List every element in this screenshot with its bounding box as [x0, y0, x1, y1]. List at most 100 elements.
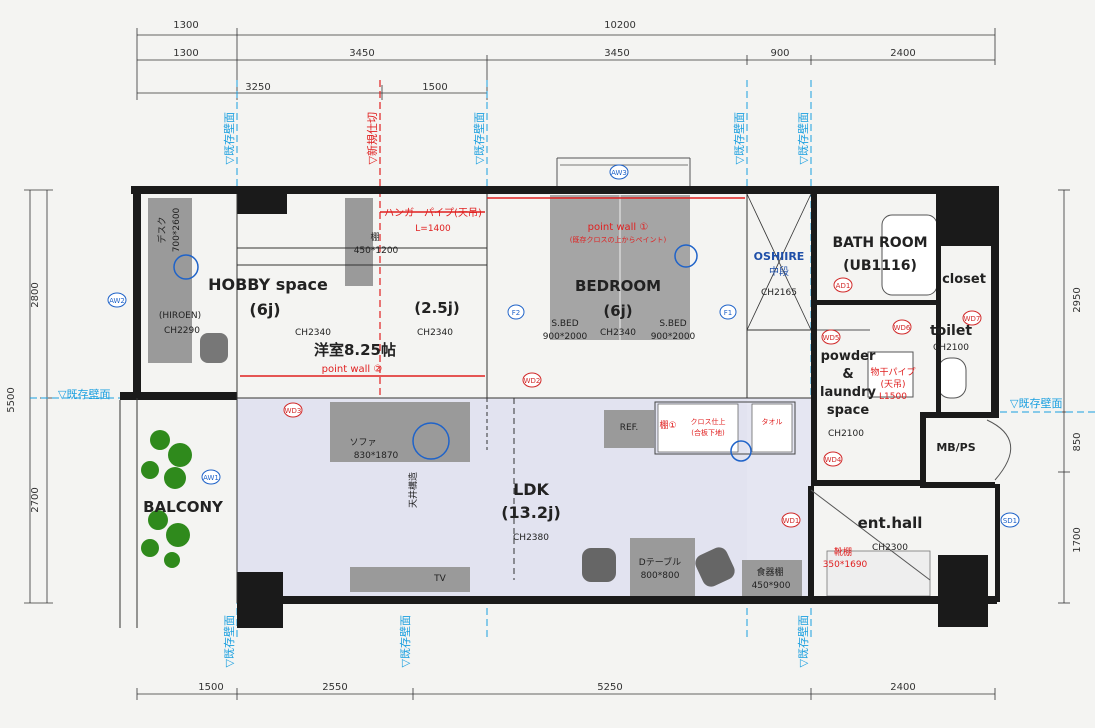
wall-mbps-top	[920, 412, 995, 418]
hiroen-ceiling: CH2290	[164, 326, 200, 336]
desk	[148, 198, 192, 363]
wall-toilet	[936, 194, 941, 414]
sbed-size-2: 900*2000	[651, 332, 696, 342]
dim-bottom-a: 1500	[198, 682, 223, 693]
ldk-ceiling: CH2380	[513, 533, 549, 543]
dimension-lines	[24, 28, 1070, 700]
mini-size: (2.5j)	[414, 299, 459, 317]
pipe-size: L=1400	[415, 224, 451, 234]
mbps-name: MB/PS	[936, 441, 975, 454]
towel-label: タオル	[762, 417, 783, 426]
existing-wall-label-7: ▽既存壁面	[796, 615, 810, 667]
chair-dining-1	[582, 548, 616, 582]
existing-wall-label-2: ▽既存壁面	[472, 112, 486, 164]
oshiire-name: OSHIIRE	[754, 250, 805, 263]
tags: AW2 AW1 AW3 AD1 F2 F1 SD1 WD1 WD2 WD3 WD…	[107, 164, 1020, 528]
walls	[120, 186, 1000, 628]
wall-bottom	[237, 596, 997, 604]
sbed-label-1: S.BED	[551, 319, 578, 329]
sbed-label-2: S.BED	[659, 319, 686, 329]
existing-wall-label-1: ▽既存壁面	[222, 112, 236, 164]
tag-wd7: WD7	[964, 315, 981, 323]
balcony-plants	[141, 430, 192, 568]
dim-top2-c: 3450	[604, 48, 629, 59]
existing-wall-label-6: ▽既存壁面	[398, 615, 412, 667]
dim-bottom-d: 2400	[890, 682, 915, 693]
dim-left-b: 2700	[30, 487, 41, 512]
dining-table	[630, 538, 695, 598]
powder-line3: laundry	[820, 385, 876, 400]
wall-left-upper	[133, 186, 141, 397]
bedroom-size: (6j)	[603, 302, 632, 320]
interior-lines	[119, 157, 1012, 628]
table-label: Dテーブル	[639, 556, 681, 568]
shelf-size: 450*1200	[354, 246, 399, 256]
point-wall-1: point wall ①	[588, 222, 649, 233]
column-bottom-left	[237, 572, 283, 628]
dish-size: 450*900	[752, 581, 791, 591]
wall-top	[133, 186, 999, 194]
dish-cabinet	[742, 560, 802, 600]
western-label: 洋室8.25帖	[314, 341, 396, 359]
oshiire-sub: 中段	[769, 265, 789, 278]
tag-aw3: AW3	[611, 169, 627, 177]
existing-wall-markers: ▽既存壁面 ▽既存壁面 ▽既存壁面 ▽既存壁面 ▽既存壁面 ▽既存壁面 ▽既存壁…	[30, 80, 1095, 667]
dry-pipe-1: 物干パイプ	[870, 366, 915, 378]
room-labels: HOBBY space (6j) CH2340 (HIROEN) CH2290 …	[143, 235, 986, 553]
mini-ceiling: CH2340	[417, 328, 453, 338]
sofa	[330, 402, 470, 462]
oshiire-ceiling: CH2165	[761, 288, 797, 298]
wall-ent-left	[808, 486, 814, 603]
notes: point wall ① (既存クロスの上からペイント) point wall …	[322, 222, 667, 375]
point-walls	[240, 197, 745, 377]
table-size: 800*800	[641, 571, 680, 581]
ldk-name: LDK	[513, 480, 549, 499]
bedroom-ceiling: CH2340	[600, 328, 636, 338]
tag-wd5: WD5	[823, 334, 840, 342]
dim-right-b: 850	[1072, 432, 1083, 451]
wall-mbps-bottom	[920, 482, 995, 488]
tag-aw1: AW1	[203, 474, 219, 482]
tv-label: TV	[433, 574, 446, 584]
cross-note-1: クロス仕上	[691, 417, 726, 426]
dim-bottom-b: 2550	[322, 682, 347, 693]
desk-label: デスク	[156, 216, 168, 243]
column-bottom-right	[938, 555, 988, 627]
ldk-size: (13.2j)	[501, 503, 561, 522]
tag-aw2: AW2	[109, 297, 125, 305]
shoe-label: 靴棚	[834, 546, 852, 558]
powder-line1: powder	[821, 349, 876, 364]
existing-wall-label-5: ▽既存壁面	[222, 615, 236, 667]
tag-wd3: WD3	[285, 407, 302, 415]
hobby-size: (6j)	[249, 300, 280, 319]
shoe-cabinet	[826, 550, 931, 597]
tag-sd1: SD1	[1003, 517, 1017, 525]
dim-top3-a: 3250	[245, 82, 270, 93]
hobby-name: HOBBY space	[208, 275, 328, 294]
dim-top2-d: 900	[770, 48, 789, 59]
powder-line4: space	[827, 403, 870, 418]
tag-ad1: AD1	[836, 282, 851, 290]
tag-wd2: WD2	[524, 377, 541, 385]
wall-bath-bottom	[811, 300, 941, 305]
sofa-size: 830*1870	[354, 451, 399, 461]
dim-right-c: 1700	[1072, 527, 1083, 552]
existing-wall-label-8: ▽既存壁面	[58, 387, 110, 401]
point-wall-2: point wall ②	[322, 364, 383, 375]
bathtub	[881, 214, 938, 296]
enthall-name: ent.hall	[858, 514, 923, 532]
dish-label: 食器棚	[756, 566, 783, 578]
dim-left-a: 2800	[30, 282, 41, 307]
dim-top2-e: 2400	[890, 48, 915, 59]
dim-right-a: 2950	[1072, 287, 1083, 312]
dim-top2-b: 3450	[349, 48, 374, 59]
hiroen-name: (HIROEN)	[159, 311, 201, 321]
tag-f1: F1	[724, 309, 732, 317]
wall-ent-top	[811, 480, 921, 486]
powder-ceiling: CH2100	[828, 429, 864, 439]
shelf1-label: 棚①	[659, 419, 676, 431]
dry-pipe-3: L1500	[879, 392, 907, 402]
dim-top2-a: 1300	[173, 48, 198, 59]
sofa-label: ソファ	[349, 438, 376, 448]
